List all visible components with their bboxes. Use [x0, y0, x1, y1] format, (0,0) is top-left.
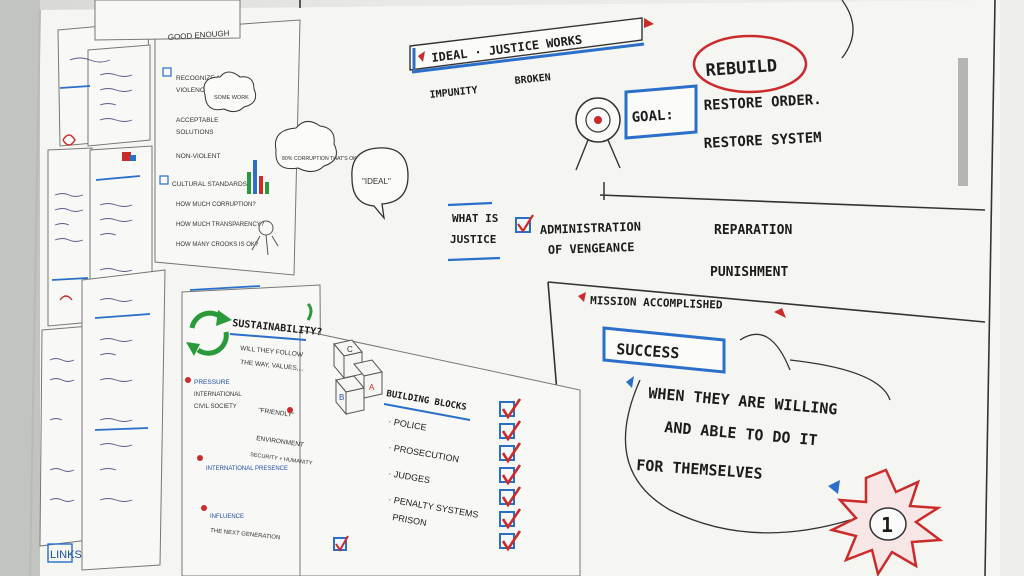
target-icon [575, 97, 621, 171]
some-work-text: SOME WORK [214, 95, 249, 101]
block-a: A [369, 383, 375, 392]
checkmark-icon [501, 508, 522, 530]
broken-label: BROKEN [514, 72, 551, 87]
goal-label: GOAL: [631, 107, 674, 126]
checkmark-icon [517, 214, 534, 233]
international-presence-label: INTERNATIONAL PRESENCE [206, 466, 288, 472]
corruption-bubble-text: 80% CORRUPTION THAT'S OK! [282, 156, 358, 162]
corruption-bubble [274, 121, 337, 172]
wall-left [0, 0, 40, 576]
good-enough-label: GOOD ENOUGH [168, 29, 230, 42]
left-papers [39, 0, 581, 576]
international-label: INTERNATIONAL [194, 392, 242, 398]
violence-label: VIOLENCE [176, 87, 210, 94]
recognize-label: RECOGNIZE AMONG [176, 75, 241, 82]
crooks-question: HOW MANY CROOKS IS OK? [176, 242, 259, 248]
recycle-icon [186, 310, 232, 356]
rebuild-circle [692, 34, 808, 94]
restore-order-label: RESTORE ORDER. [703, 92, 822, 114]
ideal-bubble-text: "IDEAL" [362, 177, 391, 186]
left-panel-scribbles [49, 57, 133, 502]
non-violent-label: NON-VIOLENT [176, 153, 220, 160]
success-box [602, 326, 726, 374]
some-work-bubble [203, 71, 257, 113]
restore-label: RESTORE SYSTEM [703, 130, 822, 152]
checkmark-icon [501, 420, 522, 442]
checkmark-icon [501, 442, 522, 464]
cultural-standards-label: CULTURAL STANDARDS [172, 181, 248, 188]
acceptable-label: ACCEPTABLE [176, 117, 219, 124]
influence-label: INFLUENCE [210, 514, 244, 520]
mission-accomplished-label: MISSION ACCOMPLISHED [590, 294, 723, 312]
rebuild-label: REBUILD [705, 56, 778, 81]
goal-box [624, 84, 698, 140]
bar-chart-icon [247, 160, 269, 194]
what-is-label: WHAT IS [452, 212, 498, 225]
impunity-label: IMPUNITY [429, 85, 478, 101]
punishment-label: PUNISHMENT [710, 265, 788, 280]
civil-society-label: CIVIL SOCIETY [194, 404, 237, 410]
ideal-box [409, 17, 643, 71]
checkmark-icon [501, 530, 522, 552]
block-b: B [339, 393, 344, 402]
checkmark-icon [501, 398, 522, 420]
starburst-badge [828, 468, 944, 576]
vengeance-label: OF VENGEANCE [548, 240, 635, 257]
transparency-question: HOW MUCH TRANSPARENCY? [176, 222, 265, 228]
corruption-question: HOW MUCH CORRUPTION? [176, 202, 256, 208]
reparation-label: REPARATION [714, 223, 792, 238]
checkmark-icon [501, 464, 522, 486]
starburst-number: 1 [881, 513, 893, 537]
links-label: LINKS [50, 549, 82, 561]
administration-label: ADMINISTRATION [540, 219, 642, 237]
checkbox-column [499, 398, 522, 552]
block-c: C [347, 345, 353, 354]
abc-blocks-icon [333, 339, 383, 416]
ideal-speech-bubble [351, 147, 409, 221]
mission-bubble-outline [624, 379, 851, 534]
marker-shadow-bar [958, 58, 968, 186]
left-panel-blue-underlines [51, 85, 261, 431]
checkmark-icon [501, 486, 522, 508]
success-label: SUCCESS [616, 340, 680, 362]
thinking-figure-icon [251, 220, 279, 256]
solutions-label: SOLUTIONS [176, 129, 214, 136]
justice-label: JUSTICE [450, 233, 496, 246]
pressure-label: PRESSURE [194, 379, 230, 386]
